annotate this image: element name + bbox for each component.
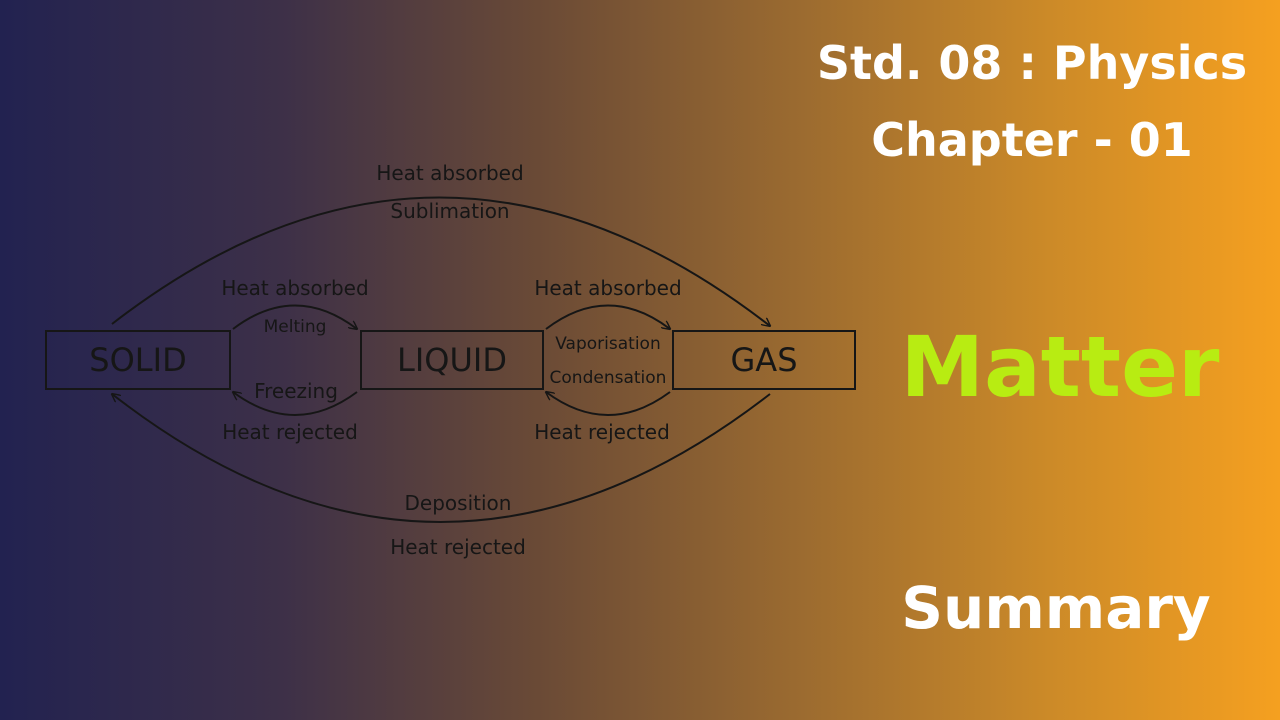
deposition-heat-label: Heat rejected — [390, 535, 526, 559]
vaporisation-label: Vaporisation — [555, 334, 660, 354]
deposition-arrow — [112, 394, 771, 523]
summary-label: Summary — [901, 574, 1211, 642]
gas-label: GAS — [731, 341, 798, 379]
sublimation-heat-label: Heat absorbed — [376, 161, 523, 185]
condensation-arrow — [546, 392, 671, 416]
sublimation-label: Sublimation — [390, 199, 509, 223]
chapter-heading: Chapter - 01 — [871, 113, 1193, 167]
condensation-heat-label: Heat rejected — [534, 420, 670, 444]
sublimation-arrow — [111, 196, 770, 326]
freezing-arrow — [233, 392, 358, 416]
condensation-label: Condensation — [550, 368, 667, 388]
solid-label: SOLID — [89, 341, 186, 379]
deposition-label: Deposition — [405, 491, 512, 515]
freezing-heat-label: Heat rejected — [222, 420, 358, 444]
melting-heat-label: Heat absorbed — [221, 276, 368, 300]
vaporisation-heat-label: Heat absorbed — [534, 276, 681, 300]
solid-box — [45, 330, 231, 390]
liquid-label: LIQUID — [397, 341, 507, 379]
freezing-label: Freezing — [254, 379, 338, 403]
liquid-box — [360, 330, 544, 390]
standard-subject-heading: Std. 08 : Physics — [816, 36, 1248, 90]
melting-label: Melting — [264, 317, 327, 337]
melting-arrow — [232, 304, 357, 330]
gas-box — [672, 330, 856, 390]
vaporisation-arrow — [545, 304, 670, 330]
topic-title: Matter — [900, 318, 1220, 416]
